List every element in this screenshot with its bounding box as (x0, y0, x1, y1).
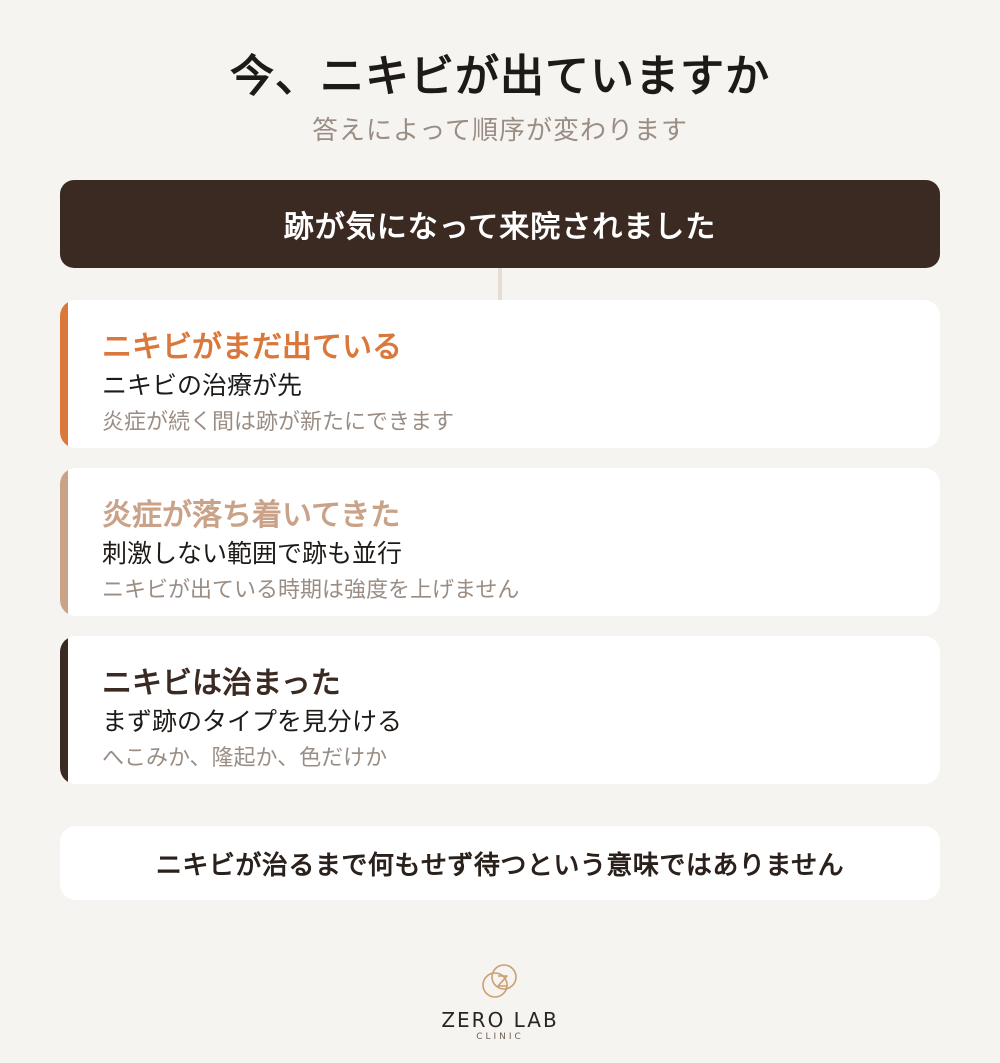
question-banner: 跡が気になって来院されました (60, 180, 940, 268)
connector-line (498, 268, 502, 300)
card-accent-bar (60, 300, 68, 448)
banner-label: 跡が気になって来院されました (283, 210, 717, 245)
disclaimer-box: ニキビが治るまで何もせず待つという意味ではありません (60, 826, 940, 900)
card-accent-bar (60, 636, 68, 784)
page-subtitle: 答えによって順序が変わります (312, 116, 688, 146)
clinic-logo: ZERO LAB CLINIC (400, 958, 600, 1048)
card-note: 炎症が続く間は跡が新たにできます (102, 410, 455, 435)
card-recommendation: ニキビの治療が先 (102, 371, 303, 400)
answer-card-still-breaking-out: ニキビがまだ出ている ニキビの治療が先 炎症が続く間は跡が新たにできます (60, 300, 940, 448)
logo-subtitle: CLINIC (476, 1032, 524, 1042)
answer-card-calming-down: 炎症が落ち着いてきた 刺激しない範囲で跡も並行 ニキビが出ている時期は強度を上げ… (60, 468, 940, 616)
logo-name: ZERO LAB (441, 1008, 559, 1032)
card-recommendation: まず跡のタイプを見分ける (102, 707, 403, 736)
card-heading: ニキビは治まった (102, 666, 341, 701)
card-accent-bar (60, 468, 68, 616)
card-note: ニキビが出ている時期は強度を上げません (102, 578, 520, 603)
card-heading: ニキビがまだ出ている (102, 330, 402, 365)
card-note: へこみか、隆起か、色だけか (102, 746, 388, 771)
zero-lab-logo-mark-icon (482, 964, 517, 998)
disclaimer-text: ニキビが治るまで何もせず待つという意味ではありません (155, 850, 845, 881)
page-title: 今、ニキビが出ていますか (230, 51, 770, 102)
card-recommendation: 刺激しない範囲で跡も並行 (102, 539, 403, 568)
card-heading: 炎症が落ち着いてきた (102, 498, 401, 533)
answer-card-healed: ニキビは治まった まず跡のタイプを見分ける へこみか、隆起か、色だけか (60, 636, 940, 784)
